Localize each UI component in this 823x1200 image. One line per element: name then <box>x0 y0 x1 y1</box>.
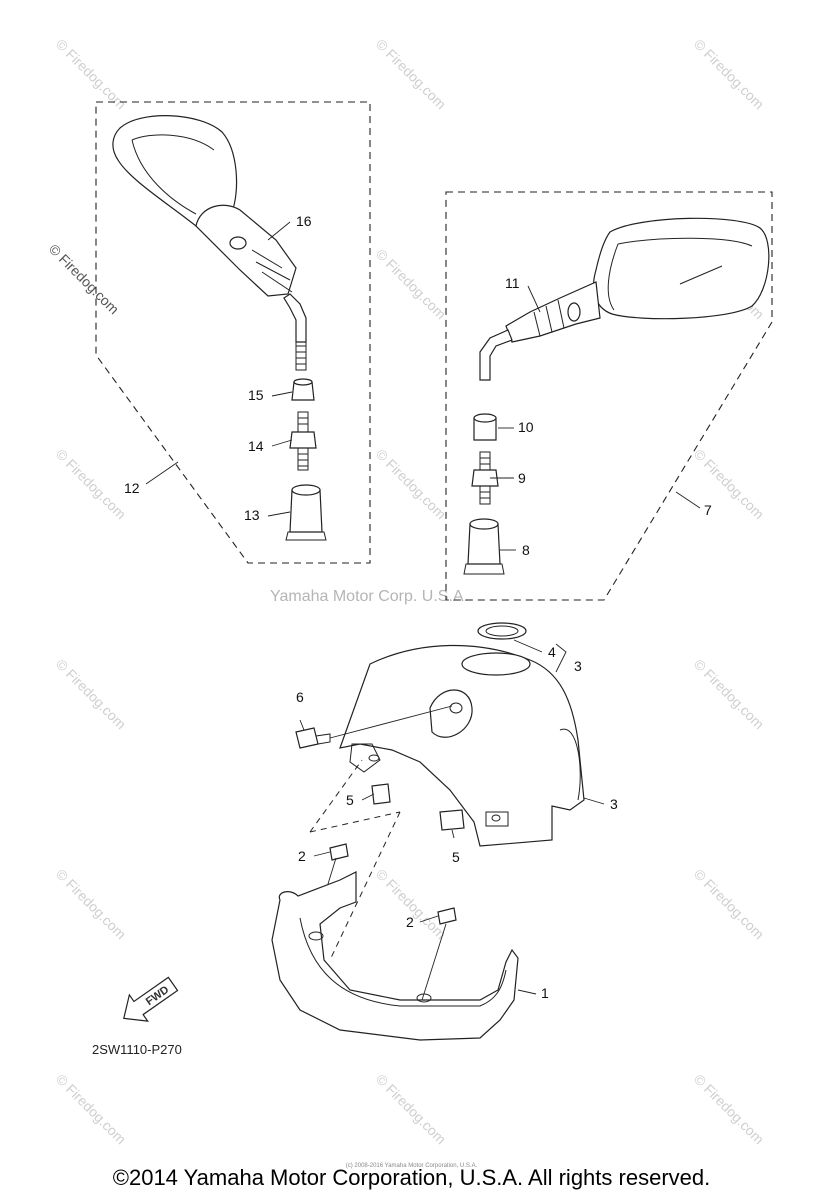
callout-5: 5 <box>452 849 460 865</box>
part-6-bolt <box>295 727 319 749</box>
callout-2: 2 <box>298 848 306 864</box>
part-9-adapter <box>471 469 499 487</box>
diagram-code: 2SW1110-P270 <box>92 1042 182 1057</box>
part-4-emblem <box>477 622 527 640</box>
callout-5: 5 <box>346 792 354 808</box>
copyright-footer: ©2014 Yamaha Motor Corporation, U.S.A. A… <box>112 1165 711 1190</box>
callout-3: 3 <box>610 796 618 812</box>
watermark: © Firedog.com <box>46 241 122 317</box>
part-5-clip <box>439 809 465 831</box>
watermark: © Firedog.com <box>691 866 767 942</box>
watermark: © Firedog.com <box>373 866 449 942</box>
callout-4: 4 <box>548 644 556 660</box>
callout-2: 2 <box>406 914 414 930</box>
callout-9: 9 <box>518 470 526 486</box>
part-5-clip <box>371 783 391 805</box>
callout-3: 3 <box>574 658 582 674</box>
watermark: © Firedog.com <box>373 246 449 322</box>
right-mirror-stem-boot <box>505 281 601 343</box>
callout-numbers: 1 2 2 3 3 4 5 5 6 7 8 9 10 11 12 13 14 1… <box>124 213 712 1001</box>
watermark: © Firedog.com <box>53 866 129 942</box>
callout-10: 10 <box>518 419 534 435</box>
watermark: © Firedog.com <box>53 1071 129 1147</box>
watermark: © Firedog.com <box>691 446 767 522</box>
part-14-adapter <box>289 431 317 449</box>
watermark: © Firedog.com <box>373 1071 449 1147</box>
watermark: © Firedog.com <box>53 446 129 522</box>
watermark: © Firedog.com <box>373 36 449 112</box>
watermark: © Firedog.com <box>691 656 767 732</box>
callout-6: 6 <box>296 689 304 705</box>
callout-1: 1 <box>541 985 549 1001</box>
leader-lines <box>145 221 701 995</box>
left-assembly-outline <box>95 101 371 564</box>
callout-11: 11 <box>505 275 520 291</box>
watermark: © Firedog.com <box>53 656 129 732</box>
forward-arrow-icon: FWD <box>123 976 179 1022</box>
right-mirror-head <box>592 217 770 320</box>
callout-14: 14 <box>248 438 264 454</box>
watermark: © Firedog.com <box>53 36 129 112</box>
callout-7: 7 <box>704 502 712 518</box>
part-2-screw <box>437 907 457 925</box>
callout-13: 13 <box>244 507 260 523</box>
watermark: © Firedog.com <box>691 36 767 112</box>
handlebar-cover-assembly <box>271 622 585 1041</box>
callout-12: 12 <box>124 480 140 496</box>
callout-16: 16 <box>296 213 312 229</box>
right-mirror-assembly <box>445 191 773 601</box>
part-3-upper-cover <box>339 644 585 847</box>
callout-15: 15 <box>248 387 264 403</box>
part-2-screw <box>329 843 349 861</box>
watermark: © Firedog.com <box>373 446 449 522</box>
left-mirror-stem-boot <box>195 204 297 297</box>
watermark-layer: © Firedog.com © Firedog.com © Firedog.co… <box>46 36 767 1147</box>
left-mirror-assembly <box>95 101 371 564</box>
watermark: © Firedog.com <box>691 1071 767 1147</box>
part-13-cover <box>289 489 323 533</box>
part-1-lower-cover <box>271 871 519 1041</box>
right-assembly-outline <box>445 191 773 601</box>
part-8-cover <box>467 523 501 565</box>
callout-8: 8 <box>522 542 530 558</box>
tiny-copyright: (c) 2008-2016 Yamaha Motor Corporation, … <box>345 1163 478 1169</box>
center-watermark: Yamaha Motor Corp. U.S.A. <box>270 588 468 605</box>
